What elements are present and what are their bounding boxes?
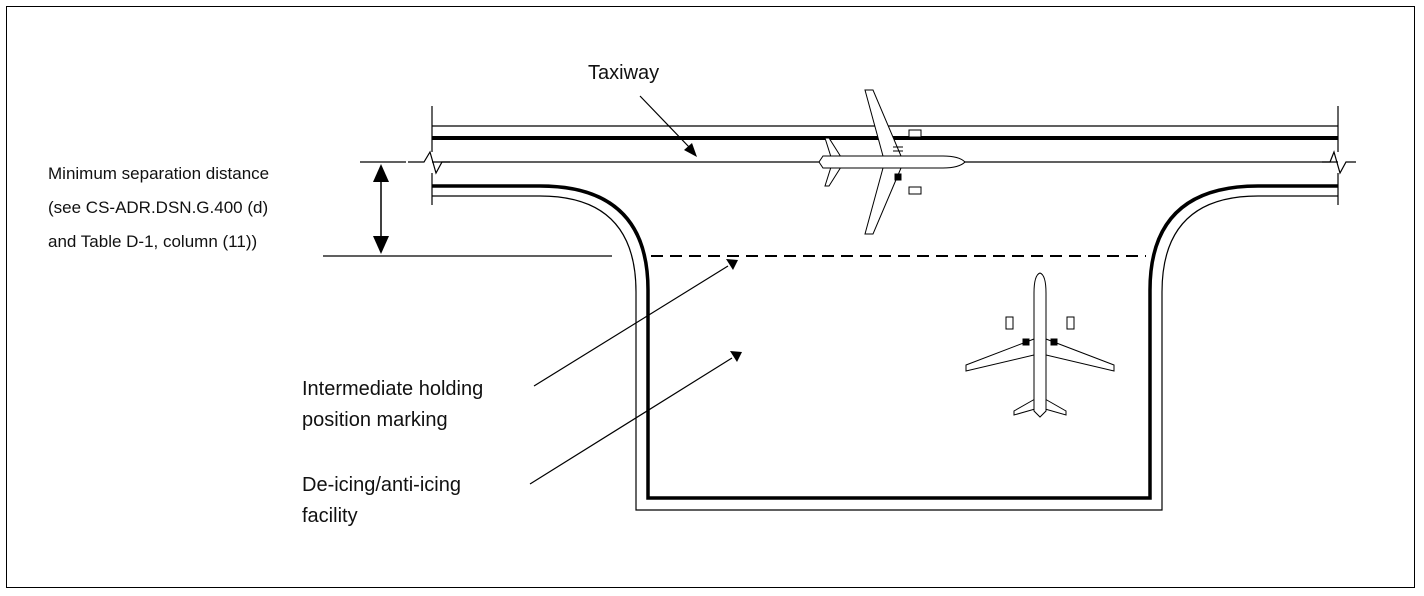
holding-leader bbox=[533, 259, 738, 387]
facility-label-line1: De-icing/anti-icing bbox=[302, 474, 461, 496]
aircraft-icon bbox=[818, 89, 966, 235]
deicing-pad-outline bbox=[432, 184, 1338, 511]
double-arrow-icon bbox=[373, 164, 389, 254]
separation-label-line2: (see CS-ADR.DSN.G.400 (d) bbox=[48, 198, 269, 217]
break-symbol-right bbox=[1322, 150, 1356, 175]
diagram-frame bbox=[6, 6, 1415, 588]
break-symbol-left bbox=[408, 150, 450, 175]
taxiway-label: Taxiway bbox=[588, 62, 660, 84]
facility-label-line2: facility bbox=[302, 505, 358, 527]
separation-label-line3: and Table D-1, column (11)) bbox=[48, 232, 258, 251]
facility-leader bbox=[529, 351, 742, 485]
separation-label-line1: Minimum separation distance bbox=[48, 164, 270, 183]
holding-label-line1: Intermediate holding bbox=[302, 378, 484, 400]
taxiway-leader bbox=[639, 95, 697, 157]
aircraft-icon bbox=[965, 272, 1115, 418]
holding-label-line2: position marking bbox=[302, 409, 448, 431]
